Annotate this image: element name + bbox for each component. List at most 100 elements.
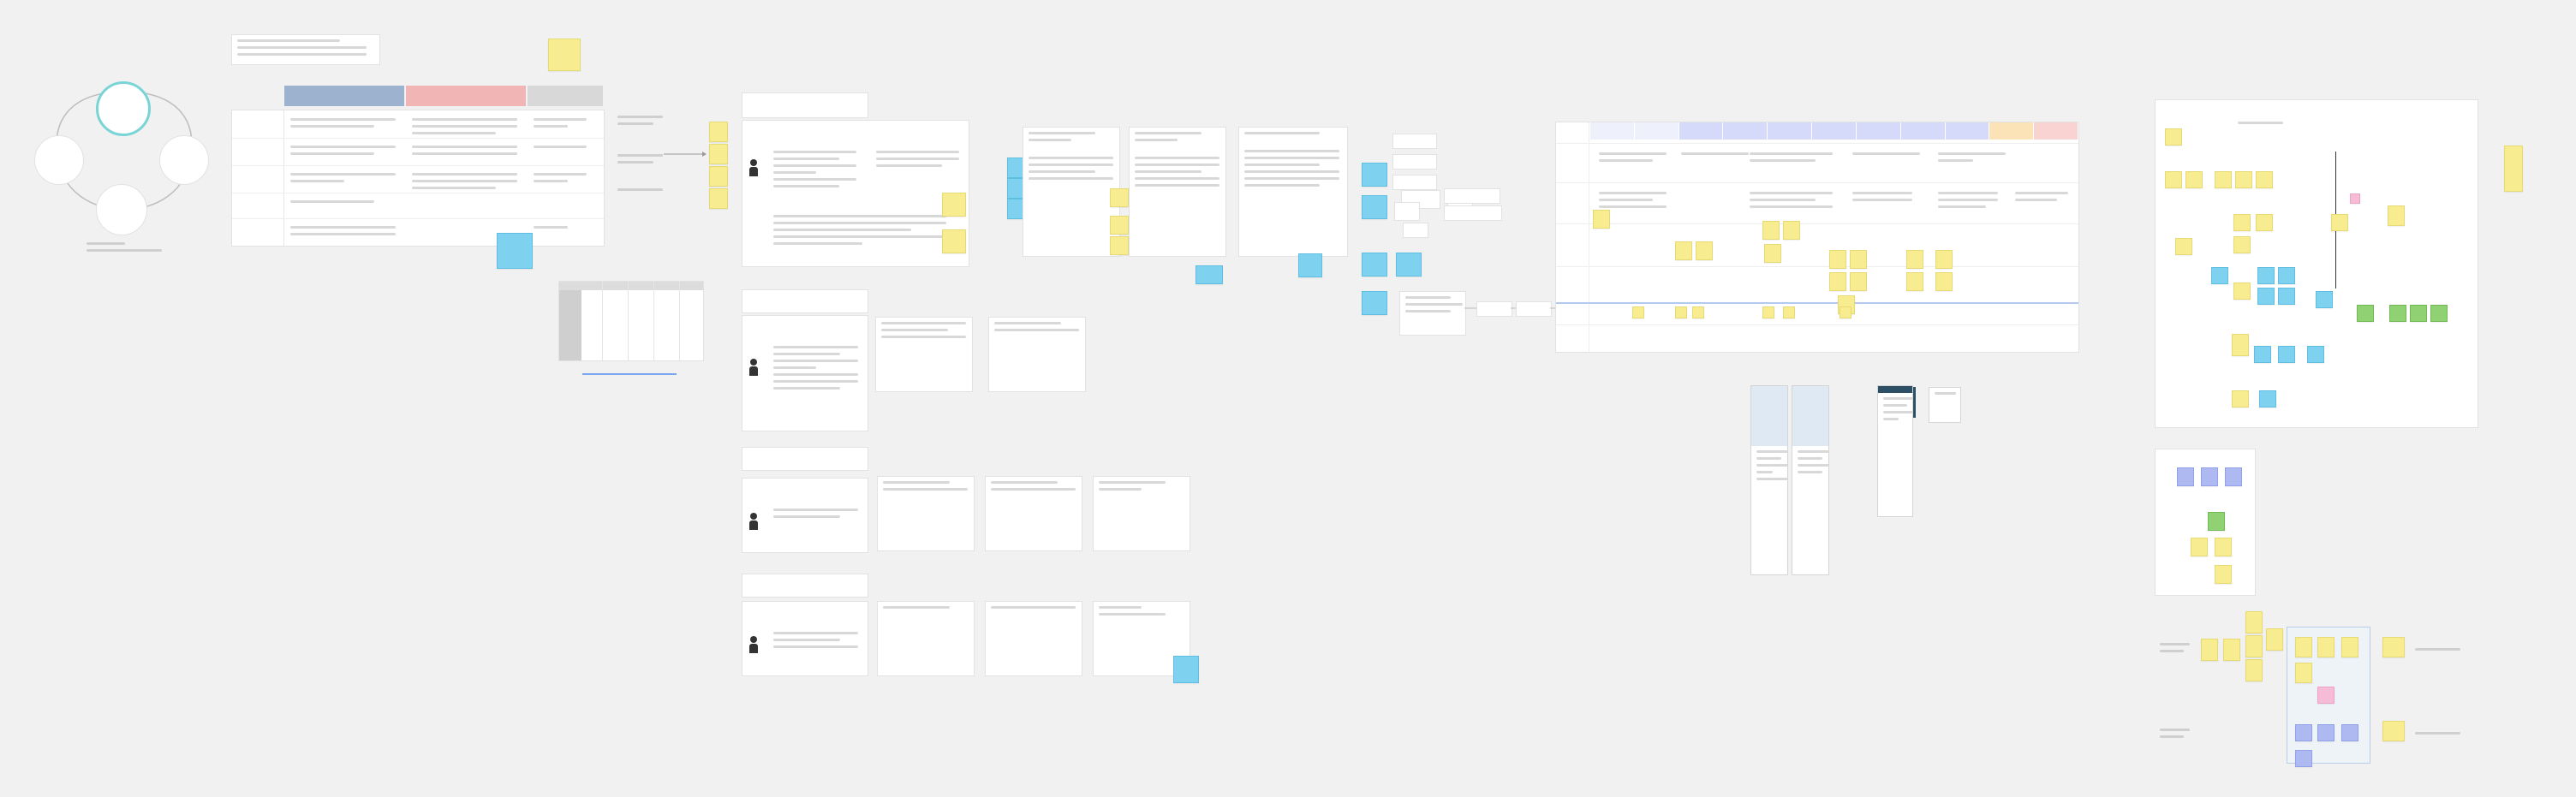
sticky-note[interactable] bbox=[2350, 193, 2360, 204]
sticky-note[interactable] bbox=[2295, 750, 2312, 767]
sticky-note[interactable] bbox=[1935, 272, 1953, 291]
link[interactable] bbox=[582, 373, 677, 375]
sticky-note[interactable] bbox=[2382, 637, 2405, 657]
sticky-note[interactable] bbox=[1906, 272, 1923, 291]
sticky-note[interactable] bbox=[2317, 724, 2334, 741]
sticky-note[interactable] bbox=[2165, 171, 2182, 188]
sticky-note[interactable] bbox=[2165, 128, 2182, 146]
sticky-note[interactable] bbox=[2295, 637, 2312, 657]
sticky-note[interactable] bbox=[2504, 146, 2523, 192]
sticky-note[interactable] bbox=[1783, 221, 1800, 240]
sticky-note[interactable] bbox=[2208, 512, 2225, 531]
sticky-note[interactable] bbox=[2191, 538, 2208, 556]
sticky-note[interactable] bbox=[2317, 687, 2334, 704]
sticky-note[interactable] bbox=[2382, 721, 2405, 741]
sticky-note[interactable] bbox=[1007, 158, 1024, 178]
sticky-note[interactable] bbox=[1362, 195, 1387, 219]
sticky-note[interactable] bbox=[1298, 253, 1322, 277]
sticky-note[interactable] bbox=[2266, 628, 2283, 651]
sticky-note[interactable] bbox=[2278, 267, 2295, 284]
sticky-note[interactable] bbox=[942, 193, 966, 217]
sticky-note[interactable] bbox=[1362, 163, 1387, 187]
sticky-note[interactable] bbox=[2233, 214, 2251, 231]
sticky-note[interactable] bbox=[1762, 306, 1774, 318]
sticky-note[interactable] bbox=[2257, 288, 2275, 305]
sticky-note[interactable] bbox=[1675, 306, 1687, 318]
sticky-note[interactable] bbox=[2259, 390, 2276, 407]
sticky-note[interactable] bbox=[1110, 236, 1129, 255]
sticky-note[interactable] bbox=[2185, 171, 2203, 188]
sticky-note[interactable] bbox=[2223, 639, 2240, 661]
sticky-note[interactable] bbox=[2295, 724, 2312, 741]
sticky-note[interactable] bbox=[548, 39, 581, 71]
sticky-note[interactable] bbox=[2232, 390, 2249, 407]
sticky-note[interactable] bbox=[2254, 346, 2271, 363]
sticky-note[interactable] bbox=[2233, 283, 2251, 300]
sticky-note[interactable] bbox=[2215, 171, 2232, 188]
sticky-note[interactable] bbox=[2278, 346, 2295, 363]
sticky-note[interactable] bbox=[1850, 250, 1867, 269]
sticky-note[interactable] bbox=[2215, 538, 2232, 556]
sticky-note[interactable] bbox=[2245, 635, 2263, 657]
sticky-note[interactable] bbox=[942, 229, 966, 253]
sticky-note[interactable] bbox=[1362, 291, 1387, 315]
sticky-note[interactable] bbox=[1696, 241, 1713, 260]
sticky-note[interactable] bbox=[2225, 467, 2242, 486]
sticky-note[interactable] bbox=[1196, 265, 1223, 284]
sticky-note[interactable] bbox=[1829, 272, 1846, 291]
sticky-note[interactable] bbox=[2256, 214, 2273, 231]
sticky-note[interactable] bbox=[2245, 659, 2263, 681]
sticky-note[interactable] bbox=[1007, 178, 1024, 199]
sticky-note[interactable] bbox=[2233, 236, 2251, 253]
sticky-note[interactable] bbox=[2341, 724, 2358, 741]
sticky-note[interactable] bbox=[1762, 221, 1780, 240]
sticky-note[interactable] bbox=[497, 233, 533, 269]
sticky-note[interactable] bbox=[1110, 188, 1129, 207]
sticky-note[interactable] bbox=[709, 122, 728, 142]
sticky-note[interactable] bbox=[1396, 253, 1422, 277]
sticky-note[interactable] bbox=[2307, 346, 2324, 363]
sticky-note[interactable] bbox=[2215, 565, 2232, 584]
sticky-note[interactable] bbox=[2316, 291, 2333, 308]
sticky-note[interactable] bbox=[1764, 244, 1781, 263]
sticky-note[interactable] bbox=[1906, 250, 1923, 269]
sticky-note[interactable] bbox=[2175, 238, 2192, 255]
sticky-note[interactable] bbox=[2388, 205, 2405, 226]
sticky-note[interactable] bbox=[2410, 305, 2427, 322]
sticky-note[interactable] bbox=[2341, 637, 2358, 657]
sticky-note[interactable] bbox=[1007, 199, 1024, 219]
sticky-note[interactable] bbox=[1935, 250, 1953, 269]
sticky-note[interactable] bbox=[1829, 250, 1846, 269]
sticky-note[interactable] bbox=[709, 188, 728, 209]
sticky-note[interactable] bbox=[2430, 305, 2448, 322]
sticky-note[interactable] bbox=[2257, 267, 2275, 284]
sticky-note[interactable] bbox=[1692, 306, 1704, 318]
sticky-note[interactable] bbox=[1173, 656, 1199, 683]
sticky-note[interactable] bbox=[2211, 267, 2228, 284]
sticky-note[interactable] bbox=[2317, 637, 2334, 657]
sticky-note[interactable] bbox=[2256, 171, 2273, 188]
sticky-note[interactable] bbox=[2201, 639, 2218, 661]
sticky-note[interactable] bbox=[2357, 305, 2374, 322]
sticky-note[interactable] bbox=[2245, 611, 2263, 633]
sticky-note[interactable] bbox=[1840, 306, 1852, 318]
sticky-note[interactable] bbox=[2295, 663, 2312, 683]
sticky-note[interactable] bbox=[709, 166, 728, 187]
sticky-note[interactable] bbox=[2331, 214, 2348, 231]
sticky-note[interactable] bbox=[1850, 272, 1867, 291]
phone-scrollbar[interactable] bbox=[1913, 387, 1916, 418]
sticky-note[interactable] bbox=[1362, 253, 1387, 277]
sticky-note[interactable] bbox=[2201, 467, 2218, 486]
sticky-note[interactable] bbox=[2389, 305, 2406, 322]
sticky-note[interactable] bbox=[2177, 467, 2194, 486]
sticky-note[interactable] bbox=[1632, 306, 1644, 318]
sticky-note[interactable] bbox=[1783, 306, 1795, 318]
sticky-note[interactable] bbox=[1593, 210, 1610, 229]
sticky-note[interactable] bbox=[2278, 288, 2295, 305]
sticky-note[interactable] bbox=[709, 144, 728, 164]
sticky-note[interactable] bbox=[2235, 171, 2252, 188]
sticky-note[interactable] bbox=[2232, 334, 2249, 356]
sticky-note[interactable] bbox=[1675, 241, 1692, 260]
sticky-note[interactable] bbox=[1110, 216, 1129, 235]
